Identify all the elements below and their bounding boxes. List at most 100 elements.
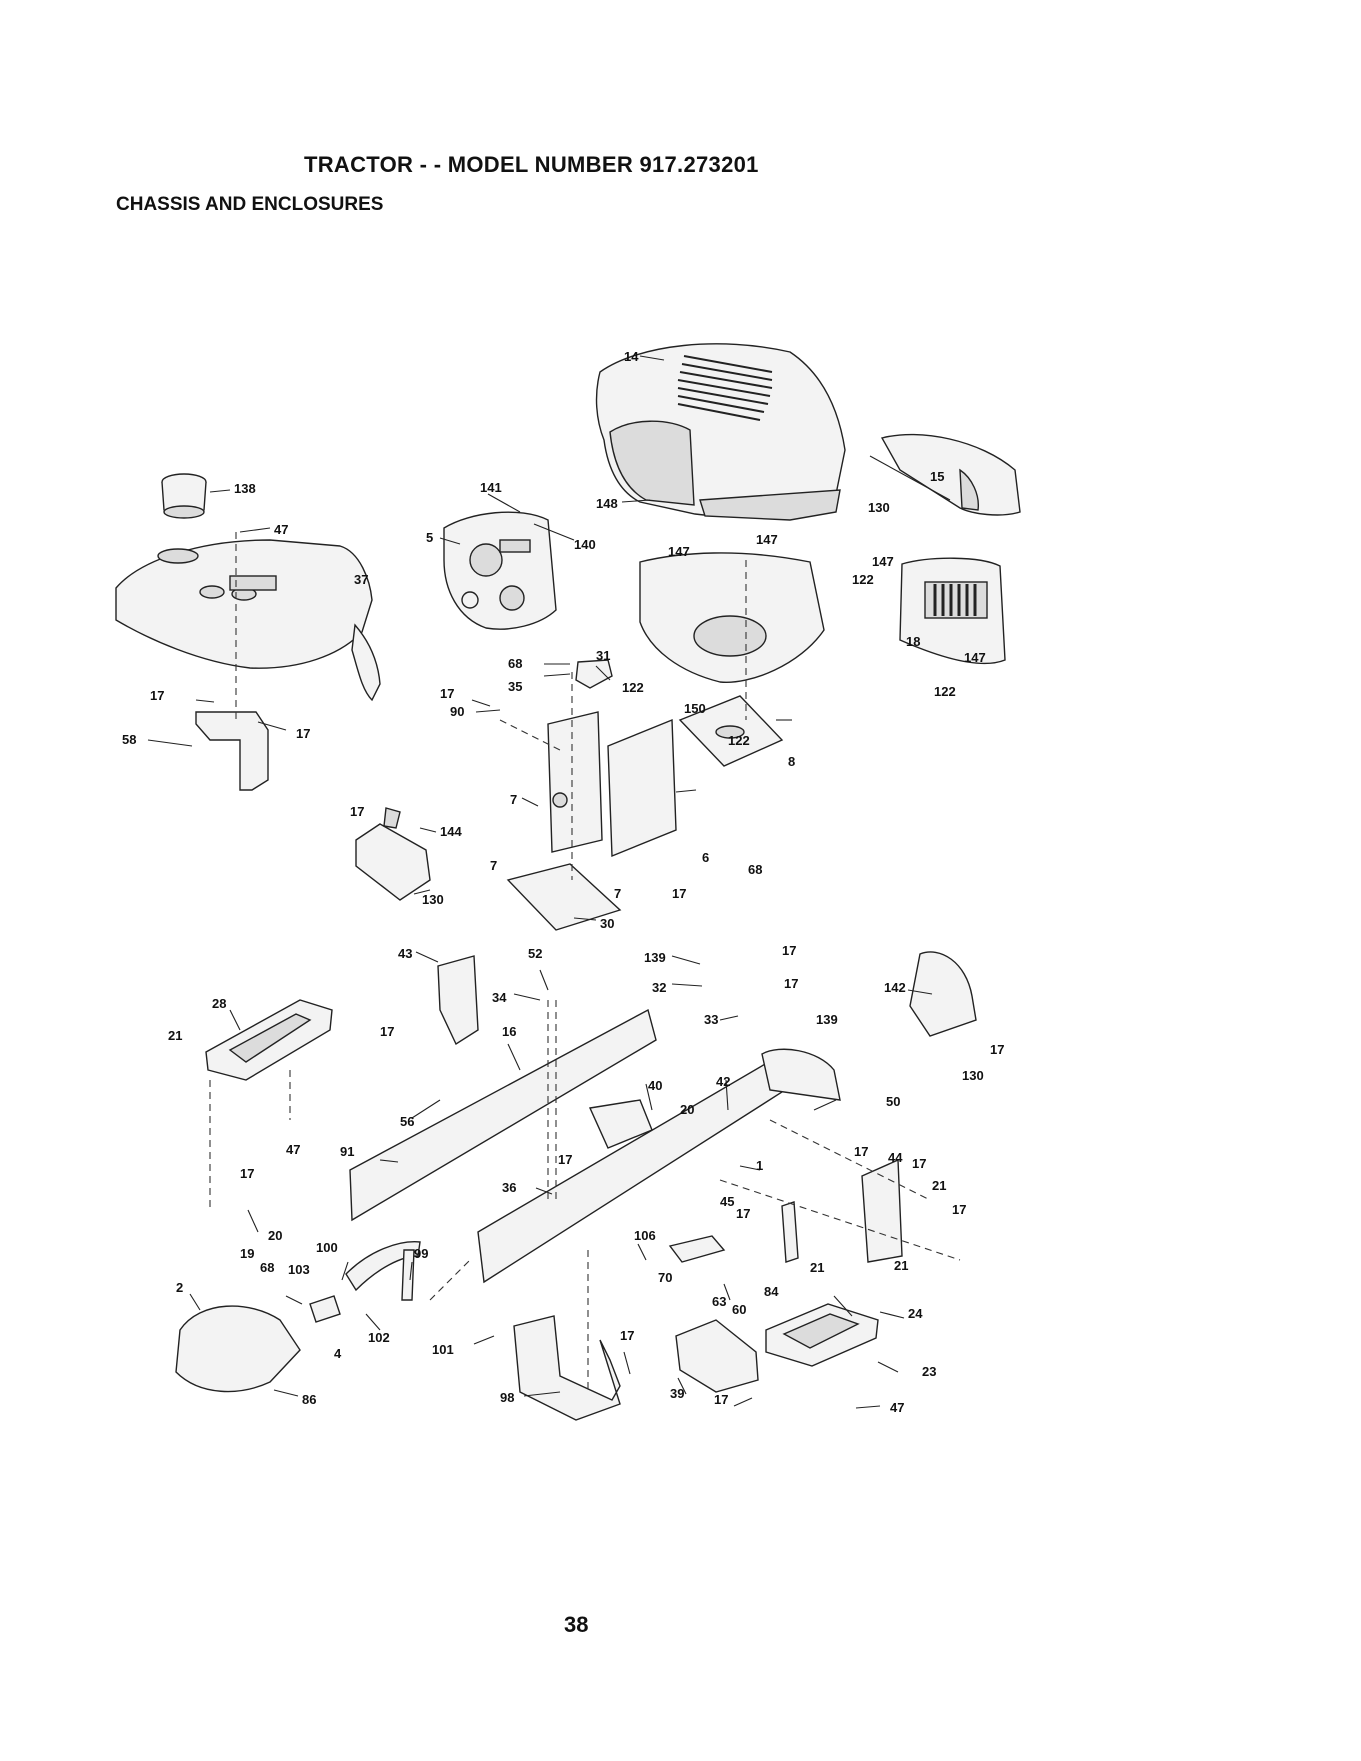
shield-2-part [175,1305,301,1393]
callout: 122 [934,684,956,699]
callout: 7 [510,792,517,807]
callout: 139 [644,950,666,965]
plate-8-part [678,695,784,767]
bracket-84-part [781,1201,799,1263]
footrest-28-part [205,999,333,1081]
callout: 28 [212,996,226,1011]
callout: 17 [854,1144,868,1159]
fender-part [115,539,381,702]
callout: 39 [670,1386,684,1401]
callout: 84 [764,1284,779,1299]
callout: 47 [274,522,288,537]
callout: 60 [732,1302,746,1317]
firewall-part [547,711,677,858]
callout: 17 [952,1202,966,1217]
pedal-144-part [355,807,431,901]
callout: 148 [596,496,618,511]
callout: 17 [150,688,164,703]
callout: 37 [354,572,368,587]
callout: 32 [652,980,666,995]
callout: 30 [600,916,614,931]
callout: 139 [816,1012,838,1027]
callout: 52 [528,946,542,961]
callout: 101 [432,1342,454,1357]
callout: 130 [422,892,444,907]
callout: 17 [620,1328,634,1343]
callout: 17 [912,1156,926,1171]
bracket-31-part [575,659,613,689]
callout: 122 [622,680,644,695]
callout: 90 [450,704,464,719]
callout: 42 [716,1074,730,1089]
section-heading: CHASSIS AND ENCLOSURES [116,194,384,215]
callout: 99 [414,1246,428,1261]
pivot-70-part [668,1235,726,1263]
callout: 138 [234,481,256,496]
callout: 19 [240,1246,254,1261]
footrest-24-part [765,1303,879,1367]
callout: 122 [852,572,874,587]
bracket-50-part [761,1048,841,1101]
grille-part [899,557,1006,665]
callout: 17 [736,1206,750,1221]
callout: 147 [964,650,986,665]
callout: 144 [440,824,462,839]
callout: 43 [398,946,412,961]
bracket-103-part [309,1295,341,1323]
callout: 68 [260,1260,274,1275]
callout: 44 [888,1150,903,1165]
page-title: TRACTOR - - MODEL NUMBER 917.273201 [304,152,759,177]
callout: 47 [890,1400,904,1415]
callout: 23 [922,1364,936,1379]
callout: 15 [930,469,944,484]
callout: 4 [334,1346,342,1361]
callout: 98 [500,1390,514,1405]
callout: 68 [508,656,522,671]
callout: 33 [704,1012,718,1027]
dash-panel-part [639,552,825,683]
callout: 17 [350,804,364,819]
callout: 58 [122,732,136,747]
callout: 141 [480,480,502,495]
callout: 36 [502,1180,516,1195]
callout: 17 [990,1042,1004,1057]
callout: 147 [756,532,778,547]
callout: 8 [788,754,795,769]
callout: 68 [748,862,762,877]
callout: 35 [508,679,522,694]
callout: 140 [574,537,596,552]
callout: 102 [368,1330,390,1345]
hood-part [595,343,846,521]
callout: 17 [380,1024,394,1039]
assembly-centerlines [209,532,961,1390]
callout: 91 [340,1144,354,1159]
callout: 40 [648,1078,662,1093]
callout: 147 [668,544,690,559]
callout: 17 [296,726,310,741]
dashboard-part [443,511,557,630]
callout: 45 [720,1194,734,1209]
callout: 86 [302,1392,316,1407]
callout: 17 [440,686,454,701]
callout: 150 [684,701,706,716]
callout: 14 [624,349,639,364]
bracket-40-part [588,1099,653,1149]
callout: 142 [884,980,906,995]
callout: 106 [634,1228,656,1243]
callout: 100 [316,1240,338,1255]
callout: 17 [784,976,798,991]
callout: 130 [962,1068,984,1083]
leader-lines [147,355,951,1409]
bracket-39-part [675,1319,759,1393]
callout: 47 [286,1142,300,1157]
callout: 21 [810,1260,824,1275]
frame-91-part [349,1008,657,1222]
callout: 17 [782,943,796,958]
callout: 17 [240,1166,254,1181]
callout: 21 [932,1178,946,1193]
cup-holder-part [161,473,207,519]
plate-30-part [506,863,622,931]
callout: 18 [906,634,920,649]
bracket-43-part [437,955,479,1046]
